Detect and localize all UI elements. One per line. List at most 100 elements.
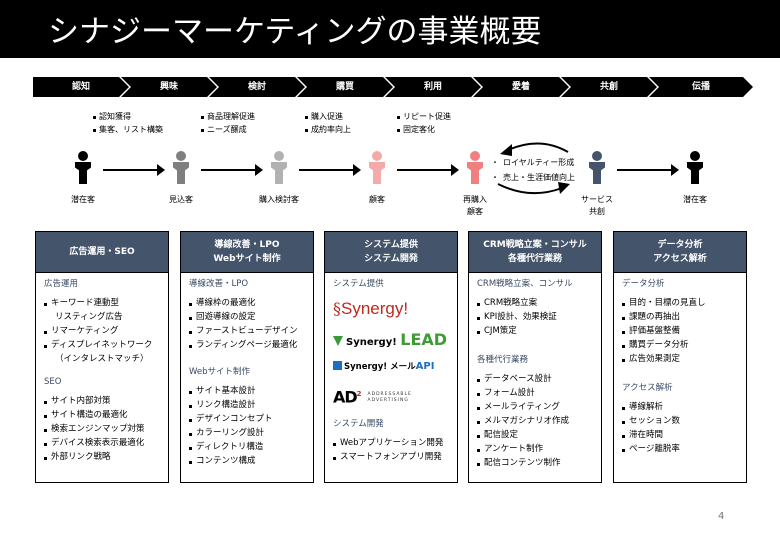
arrow-right-icon bbox=[103, 164, 165, 176]
api-block-icon bbox=[333, 361, 342, 370]
person-icon-prospect-end bbox=[686, 151, 704, 185]
goal-item: 購入促進 bbox=[305, 110, 351, 123]
column-header-system: システム提供 システム開発 bbox=[324, 231, 458, 273]
list-item: メールライティング bbox=[477, 400, 601, 414]
section-list: サイト基本設計 リンク構造設計 デザインコンセプト カラーリング設計 ディレクト… bbox=[189, 384, 313, 468]
loop-arrows-icon bbox=[497, 142, 570, 195]
person-label-service: サービス 共創 bbox=[567, 194, 627, 218]
list-item: セッション数 bbox=[622, 414, 746, 428]
goal-item: 成約率向上 bbox=[305, 123, 351, 136]
stage-propagation: 伝播 bbox=[649, 77, 753, 97]
logo-text: Synergy! bbox=[341, 299, 409, 318]
person-icon-service-co-creation bbox=[588, 151, 606, 185]
column-crm: CRM戦略立案、コンサル CRM戦略立案 KPI設計、効果検証 CJM策定 各種… bbox=[468, 272, 602, 483]
column-header-line: システム開発 bbox=[364, 254, 418, 264]
list-item: デザインコンセプト bbox=[189, 412, 313, 426]
list-item: CJM策定 bbox=[477, 324, 601, 338]
list-item: 配信コンテンツ制作 bbox=[477, 456, 601, 470]
person-label: 購入検討客 bbox=[259, 195, 299, 204]
stage-label: 購買 bbox=[335, 82, 354, 92]
stage-label: 共創 bbox=[599, 82, 618, 92]
list-item: キーワード連動型 bbox=[44, 296, 168, 310]
logo-text: LEAD bbox=[400, 330, 448, 349]
person-label-line: 顧客 bbox=[467, 207, 483, 216]
goal-item: 商品理解促進 bbox=[201, 110, 255, 123]
list-item: スマートフォンアプリ開発 bbox=[333, 450, 457, 464]
section-title: データ分析 bbox=[622, 279, 665, 289]
person-label-repeat-customer: 再購入 顧客 bbox=[445, 194, 505, 218]
logo-text: Synergy! bbox=[346, 337, 397, 348]
stage-purchase: 購買 bbox=[297, 77, 393, 97]
cocktail-glass-icon bbox=[333, 336, 343, 346]
section-list: 導線枠の最適化 回遊導線の設定 ファーストビューデザイン ランディングページ最適… bbox=[189, 296, 313, 352]
logo-text: API bbox=[415, 361, 435, 372]
goals-repeat: リピート促進 固定客化 bbox=[397, 110, 451, 136]
list-item: Webアプリケーション開発 bbox=[333, 436, 457, 450]
logo-text: ADDRESSABLE bbox=[367, 391, 412, 397]
column-header-line: CRM戦略立案・コンサル bbox=[483, 240, 587, 250]
section-list: データベース設計 フォーム設計 メールライティング メルマガシナリオ作成 配信設… bbox=[477, 372, 601, 470]
section-title: 導線改善・LPO bbox=[189, 279, 249, 289]
loop-point: ロイヤルティー形成 bbox=[491, 155, 575, 170]
stage-co-creation: 共創 bbox=[561, 77, 657, 97]
list-item: デバイス検索表示最適化 bbox=[44, 436, 168, 450]
column-analytics: データ分析 目的・目標の見直し 課題の再抽出 評価基盤整備 購買データ分析 広告… bbox=[613, 272, 747, 483]
list-item: ファーストビューデザイン bbox=[189, 324, 313, 338]
person-icon-lead bbox=[172, 151, 190, 185]
arrow-right-icon bbox=[201, 164, 263, 176]
goals-awareness-interest: 認知獲得 集客、リスト構築 bbox=[93, 110, 163, 136]
synergy-mail-api-logo: Synergy! メールAPI bbox=[333, 358, 457, 376]
section-title: システム開発 bbox=[333, 419, 384, 429]
person-label-line: サービス bbox=[581, 195, 613, 204]
list-item: 購買データ分析 bbox=[622, 338, 746, 352]
column-header-line: Webサイト制作 bbox=[213, 254, 281, 264]
synergy-swirl-icon: § bbox=[333, 299, 341, 318]
section-list: Webアプリケーション開発 スマートフォンアプリ開発 bbox=[333, 436, 457, 464]
stage-awareness: 認知 bbox=[33, 77, 129, 97]
list-item: コンテンツ構成 bbox=[189, 454, 313, 468]
section-list: 目的・目標の見直し 課題の再抽出 評価基盤整備 購買データ分析 広告効果測定 bbox=[622, 296, 746, 366]
list-item: フォーム設計 bbox=[477, 386, 601, 400]
list-item-continued: （インタレストマッチ） bbox=[55, 354, 149, 364]
section-list: 導線解析 セッション数 滞在時間 ページ離脱率 bbox=[622, 400, 746, 456]
list-item: KPI設計、効果検証 bbox=[477, 310, 601, 324]
goal-item: 固定客化 bbox=[397, 123, 451, 136]
logo-text: Synergy! メール bbox=[344, 362, 416, 372]
column-header-line: 導線改善・LPO bbox=[214, 240, 280, 250]
stage-label: 認知 bbox=[71, 82, 90, 92]
person-icon-prospect bbox=[74, 151, 92, 185]
list-item: ページ離脱率 bbox=[622, 442, 746, 456]
section-title: アクセス解析 bbox=[622, 383, 673, 393]
list-item: サイト内部対策 bbox=[44, 394, 168, 408]
column-header-line: アクセス解析 bbox=[653, 254, 707, 264]
section-list: CRM戦略立案 KPI設計、効果検証 CJM策定 bbox=[477, 296, 601, 338]
column-ads-seo: 広告運用 キーワード連動型 リスティング広告 リマーケティング ディスプレイネッ… bbox=[35, 272, 169, 483]
column-lpo-web: 導線改善・LPO 導線枠の最適化 回遊導線の設定 ファーストビューデザイン ラン… bbox=[180, 272, 314, 483]
column-header-ads-seo: 広告運用・SEO bbox=[35, 231, 169, 273]
arrow-right-icon bbox=[617, 164, 679, 176]
section-title: システム提供 bbox=[333, 279, 384, 289]
stage-label: 利用 bbox=[423, 82, 442, 92]
column-header-line: データ分析 bbox=[657, 240, 703, 250]
list-item: 課題の再抽出 bbox=[622, 310, 746, 324]
person-label: 顧客 bbox=[369, 195, 385, 204]
goals-consideration: 商品理解促進 ニーズ醸成 bbox=[201, 110, 255, 136]
stage-consideration: 検討 bbox=[209, 77, 305, 97]
stage-interest: 興味 bbox=[121, 77, 217, 97]
goal-item: 認知獲得 bbox=[93, 110, 163, 123]
stage-usage: 利用 bbox=[385, 77, 481, 97]
logo-text: ADVERTISING bbox=[367, 397, 409, 403]
list-item: データベース設計 bbox=[477, 372, 601, 386]
column-header-crm: CRM戦略立案・コンサル 各種代行業務 bbox=[468, 231, 602, 273]
column-header-lpo-web: 導線改善・LPO Webサイト制作 bbox=[180, 231, 314, 273]
arrow-right-icon bbox=[397, 164, 459, 176]
list-item: リンク構造設計 bbox=[189, 398, 313, 412]
section-title: SEO bbox=[44, 377, 62, 387]
list-item: 滞在時間 bbox=[622, 428, 746, 442]
list-item: CRM戦略立案 bbox=[477, 296, 601, 310]
goals-purchase: 購入促進 成約率向上 bbox=[305, 110, 351, 136]
synergy-lead-logo: Synergy! LEAD bbox=[333, 330, 457, 350]
list-item: 導線枠の最適化 bbox=[189, 296, 313, 310]
list-item: 広告効果測定 bbox=[622, 352, 746, 366]
list-item: サイト基本設計 bbox=[189, 384, 313, 398]
